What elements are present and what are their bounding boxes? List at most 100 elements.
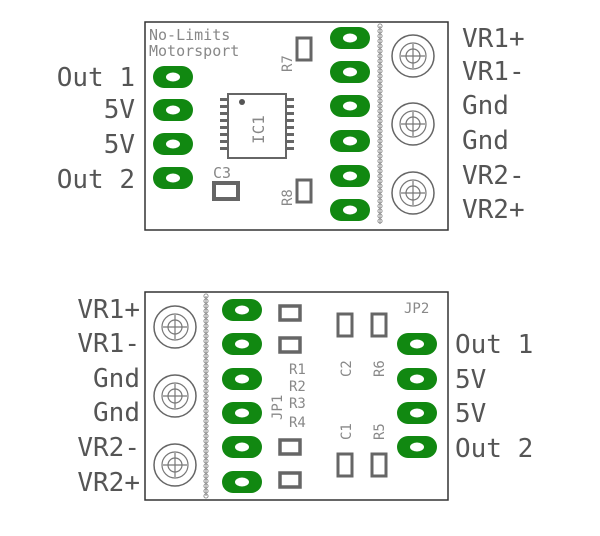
label-gnd: Gnd	[93, 398, 140, 428]
strip-dot	[377, 58, 383, 64]
r-footprint	[278, 336, 302, 354]
strip-dot	[377, 53, 383, 59]
bottom-left-pads	[222, 299, 262, 493]
c1-footprint	[336, 452, 354, 478]
strip-dot	[377, 168, 383, 174]
strip-dot	[203, 458, 209, 464]
top-board: No-Limits Motorsport IC1 R7 C3 R8	[57, 21, 525, 231]
strip-dot	[377, 28, 383, 34]
r7-label: R7	[280, 55, 296, 72]
r7-footprint	[295, 36, 313, 62]
strip-dot	[203, 443, 209, 449]
strip-dot	[377, 198, 383, 204]
label-5v: 5V	[455, 399, 486, 429]
label-vr2-plus: VR2+	[77, 468, 140, 498]
ic1-label: IC1	[249, 115, 268, 144]
bottom-board: JP1 R1 R2 R3 R4 C2 R6 C1 R5 JP2	[77, 291, 533, 501]
strip-dot	[203, 403, 209, 409]
strip-dot	[203, 413, 209, 419]
strip-dot	[377, 143, 383, 149]
strip-dot	[203, 353, 209, 359]
strip-dot	[377, 218, 383, 224]
strip-dot	[377, 173, 383, 179]
strip-dot	[203, 343, 209, 349]
ic1-pin1-dot	[239, 99, 245, 105]
label-gnd: Gnd	[462, 126, 509, 156]
strip-dot	[377, 133, 383, 139]
top-right-pads	[330, 27, 370, 221]
r6-label: R6	[372, 360, 388, 377]
screw-terminal	[153, 443, 197, 487]
top-screw-terminals	[391, 34, 435, 215]
strip-dot	[203, 483, 209, 489]
label-vr1-plus: VR1+	[77, 295, 140, 325]
strip-dot	[377, 128, 383, 134]
strip-dot	[203, 318, 209, 324]
label-vr1-minus: VR1-	[462, 57, 525, 87]
screw-terminal	[391, 34, 435, 78]
strip-dot	[203, 338, 209, 344]
r5-label: R5	[372, 423, 388, 440]
strip-dot	[377, 33, 383, 39]
strip-dot	[203, 493, 209, 499]
pad-hole	[166, 139, 180, 149]
label-5v: 5V	[104, 130, 135, 160]
strip-dot	[203, 423, 209, 429]
strip-dot	[377, 113, 383, 119]
strip-dot	[377, 163, 383, 169]
strip-dot	[203, 358, 209, 364]
label-vr2-minus: VR2-	[462, 161, 525, 191]
top-left-pads	[153, 66, 193, 189]
strip-dot	[377, 43, 383, 49]
r1-label: R1	[289, 362, 306, 378]
strip-dot	[203, 473, 209, 479]
strip-dot	[203, 363, 209, 369]
c3-footprint	[212, 181, 240, 201]
strip-dot	[203, 398, 209, 404]
strip-dot	[377, 93, 383, 99]
strip-dot	[377, 68, 383, 74]
r-footprint	[278, 438, 302, 456]
c2-label: C2	[339, 360, 355, 377]
pad-hole	[166, 105, 180, 115]
label-out1: Out 1	[57, 63, 135, 93]
bottom-right-pads	[397, 333, 437, 458]
label-out2: Out 2	[57, 165, 135, 195]
label-vr2-minus: VR2-	[77, 433, 140, 463]
r6-footprint	[370, 312, 388, 338]
strip-dot	[203, 308, 209, 314]
r8-footprint	[295, 178, 313, 204]
jp1-label: JP1	[270, 395, 286, 420]
bottom-left-labels: VR1+ VR1- Gnd Gnd VR2- VR2+	[77, 295, 140, 498]
label-out1: Out 1	[455, 330, 533, 360]
strip-dot	[203, 323, 209, 329]
strip-dot	[377, 158, 383, 164]
jp2-label: JP2	[404, 301, 429, 317]
strip-dot	[203, 468, 209, 474]
strip-dot	[377, 103, 383, 109]
strip-dot	[377, 203, 383, 209]
strip-dot	[377, 98, 383, 104]
strip-dot	[203, 303, 209, 309]
bottom-screw-terminals	[153, 305, 197, 487]
strip-dot	[377, 123, 383, 129]
strip-dot	[203, 428, 209, 434]
strip-dot	[203, 488, 209, 494]
label-vr1-plus: VR1+	[462, 24, 525, 54]
label-5v: 5V	[104, 95, 135, 125]
r5-footprint	[370, 452, 388, 478]
label-vr1-minus: VR1-	[77, 329, 140, 359]
ic1-pins	[220, 98, 294, 150]
label-gnd: Gnd	[462, 91, 509, 121]
strip-dot	[377, 83, 383, 89]
label-gnd: Gnd	[93, 364, 140, 394]
label-5v: 5V	[455, 365, 486, 395]
strip-dot	[203, 378, 209, 384]
c1-label: C1	[339, 423, 355, 440]
r2-label: R2	[289, 379, 306, 395]
bottom-right-labels: Out 1 5V 5V Out 2	[455, 330, 533, 464]
strip-dot	[203, 293, 209, 299]
strip-dot	[377, 63, 383, 69]
strip-dot	[377, 153, 383, 159]
